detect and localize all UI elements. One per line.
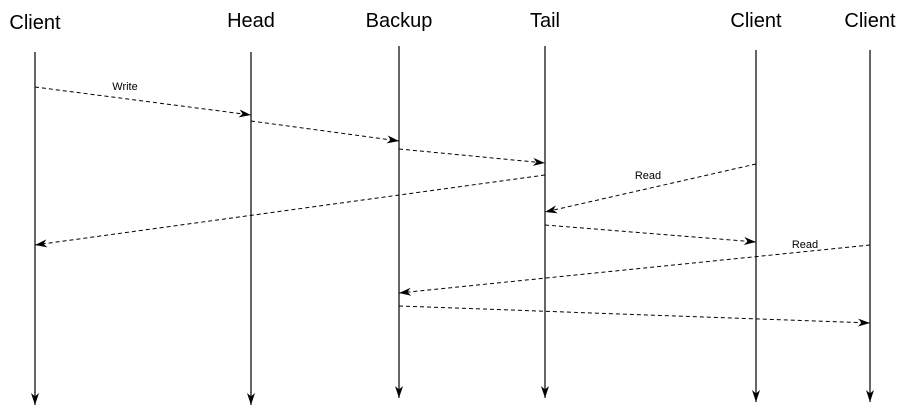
message-arrow-backup-to-tail [398, 148, 546, 166]
message-arrow-read-client-to-backup [398, 244, 871, 296]
actor-label-tail: Tail [530, 10, 560, 32]
actor-label-head: Head [227, 10, 275, 32]
actor-label-backup: Backup [366, 10, 433, 32]
actor-label-client-3: Client [844, 10, 896, 32]
message-arrow-tail-to-client-reply [34, 174, 546, 248]
message-label-write: Write [112, 81, 137, 93]
message-arrow-backup-to-client-read-reply [398, 305, 871, 327]
message-arrow-head-to-backup [250, 120, 400, 144]
message-arrow-write-client-to-head [34, 86, 252, 118]
message-arrow-tail-to-client-read-reply [544, 224, 757, 246]
actor-label-client-1: Client [9, 12, 61, 34]
message-label-read-backup: Read [792, 239, 818, 251]
message-label-read-tail: Read [635, 170, 661, 182]
message-arrow-read-client-to-tail [544, 163, 757, 214]
actor-label-client-2: Client [730, 10, 782, 32]
